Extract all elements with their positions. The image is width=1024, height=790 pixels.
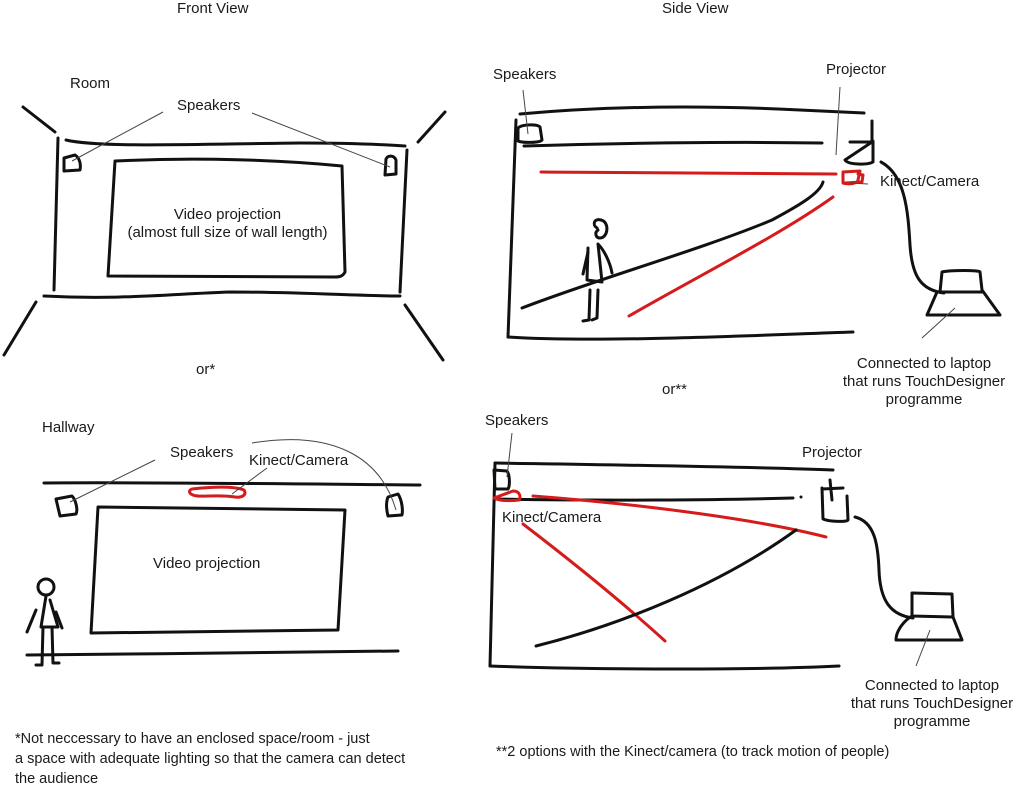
side-kinect-label: Kinect/Camera	[880, 173, 980, 190]
alt-dot-mark	[799, 495, 803, 499]
room-corner-bottom-right	[403, 303, 445, 362]
alt-laptop-line-2: that runs TouchDesigner	[850, 695, 1014, 712]
side-projection-beam	[520, 180, 825, 310]
alt-ceiling-line	[493, 461, 835, 472]
hallway-projection-screen	[89, 505, 347, 635]
side-speakers-leader	[522, 89, 529, 135]
speaker-right-icon	[383, 154, 398, 177]
alt-kinect-beam-diagonal	[521, 522, 667, 643]
side-kinect-camera-icon	[841, 169, 865, 186]
hallway-speaker-right-icon	[385, 492, 404, 518]
hallway-speakers-label: Speakers	[170, 444, 234, 461]
hallway-speaker-left-icon	[54, 494, 79, 518]
front-view-title: Front View	[177, 0, 249, 17]
or-star-label: or*	[196, 361, 216, 378]
hallway-kinect-camera-icon	[188, 485, 247, 499]
hallway-speakers-leader-right	[251, 439, 397, 511]
front-projection-line-1: Video projection	[173, 206, 282, 223]
alt-speakers-leader	[506, 432, 513, 478]
side-projector-label: Projector	[826, 61, 887, 78]
room-corner-top-left	[21, 105, 57, 134]
side-kinect-beam-horizontal	[539, 170, 838, 176]
alt-laptop-line-1: Connected to laptop	[864, 677, 1000, 694]
room-corner-bottom-left	[2, 300, 38, 357]
hallway-label: Hallway	[42, 419, 95, 436]
front-projection-line-2: (almost full size of wall length)	[127, 224, 328, 241]
alt-projector-icon	[820, 478, 850, 523]
alt-kinect-label: Kinect/Camera	[502, 509, 602, 526]
footnote-1-line-2: a space with adequate lighting so that t…	[15, 751, 406, 767]
hallway-floor-line	[25, 649, 400, 657]
back-wall-bottom-edge	[42, 290, 402, 299]
side-laptop-line-3: programme	[885, 391, 963, 408]
back-wall-right-edge	[398, 148, 409, 294]
alt-laptop-line-3: programme	[893, 713, 971, 730]
footnote-1-line-1: *Not neccessary to have an enclosed spac…	[15, 731, 370, 747]
alt-laptop-icon	[894, 591, 964, 642]
footnote-single-star: *Not neccessary to have an enclosed spac…	[15, 729, 405, 789]
room-label: Room	[70, 75, 111, 92]
side-kinect-leader	[849, 182, 869, 185]
side-laptop-line-2: that runs TouchDesigner	[842, 373, 1006, 390]
side-projector-icon	[843, 119, 875, 166]
alt-projector-label: Projector	[802, 444, 863, 461]
side-view-alt-drawing	[488, 432, 964, 671]
speakers-leader-left	[71, 111, 164, 162]
front-view-room-drawing	[2, 105, 447, 362]
hallway-speakers-leader-left	[69, 459, 156, 503]
hallway-ceiling-line	[42, 481, 422, 487]
side-view-title: Side View	[662, 0, 729, 17]
side-person-figure	[581, 218, 614, 323]
side-laptop-line-1: Connected to laptop	[856, 355, 992, 372]
side-laptop-leader	[921, 307, 956, 339]
footnote-1-line-3: the audience	[15, 771, 99, 787]
footnote-double-star: **2 options with the Kinect/camera (to t…	[496, 744, 890, 760]
side-laptop-label: Connected to laptop that runs TouchDesig…	[832, 355, 1016, 409]
alt-laptop-label: Connected to laptop that runs TouchDesig…	[840, 677, 1024, 731]
speakers-leader-right	[251, 112, 391, 168]
alt-back-wall	[488, 461, 497, 668]
side-view-drawing	[506, 86, 1002, 341]
alt-kinect-camera-icon	[492, 489, 522, 503]
side-laptop-icon	[925, 269, 1002, 317]
side-floor-line	[506, 330, 855, 341]
alt-floor-line	[488, 664, 841, 671]
front-projection-label: Video projection (almost full size of wa…	[110, 206, 345, 242]
video-projection-screen	[106, 157, 347, 279]
side-ceiling-inner-line	[522, 140, 824, 148]
alt-speakers-label: Speakers	[485, 412, 549, 429]
or-double-star-label: or**	[662, 381, 688, 398]
hallway-person-figure	[25, 577, 64, 667]
alt-laptop-leader	[915, 629, 931, 667]
side-kinect-beam-diagonal	[627, 195, 835, 318]
hallway-kinect-label: Kinect/Camera	[249, 452, 349, 469]
speaker-left-icon	[62, 153, 82, 173]
front-speakers-label: Speakers	[177, 97, 241, 114]
side-projector-leader	[835, 86, 841, 156]
side-speakers-label: Speakers	[493, 66, 557, 83]
alt-laptop-cable	[853, 515, 915, 620]
alt-ceiling-inner-line	[493, 496, 795, 502]
back-wall-left-edge	[52, 136, 60, 292]
room-corner-top-right	[416, 110, 447, 144]
side-laptop-cable	[879, 160, 946, 295]
side-back-wall	[506, 118, 518, 339]
back-wall-top-edge	[64, 138, 407, 148]
side-speaker-icon	[516, 123, 544, 144]
hallway-kinect-leader	[231, 467, 268, 495]
alt-projection-beam	[534, 528, 798, 648]
hallway-projection-label: Video projection	[153, 555, 261, 572]
hallway-view-drawing	[25, 439, 422, 667]
alt-kinect-beam-horizontal	[531, 494, 828, 539]
side-ceiling-line	[518, 105, 866, 116]
